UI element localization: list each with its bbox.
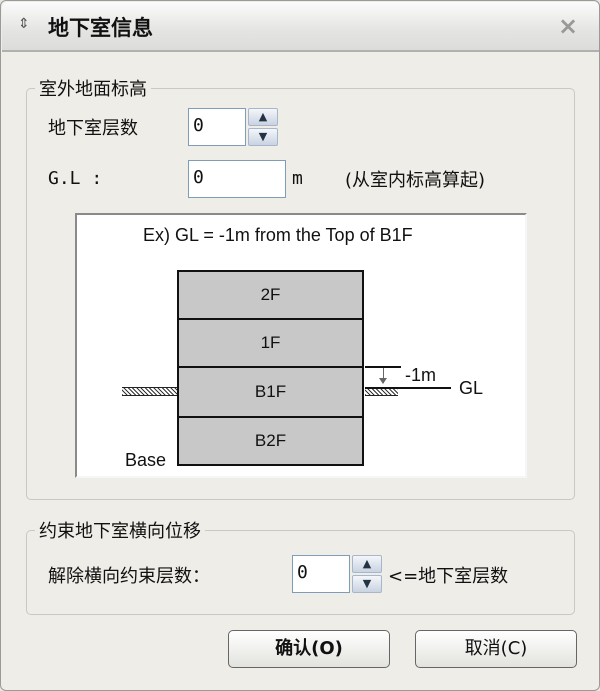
close-icon[interactable]: ×: [558, 12, 579, 40]
arrow-head-icon: [379, 378, 387, 384]
group-legend: 室外地面标高: [35, 75, 151, 101]
spin-down-button[interactable]: ▼: [248, 128, 278, 146]
group-legend: 约束地下室横向位移: [35, 517, 205, 543]
diagram-caption: Ex) GL = -1m from the Top of B1F: [143, 225, 413, 245]
floor-1f: 1F: [177, 318, 364, 368]
floor-2f: 2F: [177, 270, 364, 320]
gl-label: G.L :: [48, 168, 103, 189]
ok-button[interactable]: 确认(O): [228, 630, 390, 668]
cancel-button[interactable]: 取消(C): [415, 630, 577, 668]
dialog-title: 地下室信息: [48, 16, 153, 40]
outdoor-elevation-group: 室外地面标高: [26, 75, 575, 500]
floor-b1f: B1F: [177, 366, 364, 418]
gl-line: [365, 387, 451, 389]
offset-label: -1m: [405, 365, 436, 385]
release-floors-label: 解除横向约束层数：: [48, 566, 210, 587]
gl-note: (从室内标高算起): [345, 170, 486, 191]
ground-hatch-left: [122, 387, 177, 396]
release-floors-input[interactable]: 0: [292, 555, 350, 593]
spin-up-button[interactable]: ▲: [248, 108, 278, 126]
floor-b2f: B2F: [177, 416, 364, 466]
title-bar[interactable]: ⇕ 地下室信息 ×: [2, 2, 599, 52]
example-diagram: Ex) GL = -1m from the Top of B1F 2F 1F B…: [75, 213, 527, 478]
spin-up-button[interactable]: ▲: [352, 555, 382, 573]
offset-arrow-icon: [383, 368, 384, 383]
gl-input[interactable]: 0: [188, 160, 286, 198]
basement-floors-label: 地下室层数: [48, 118, 138, 139]
basement-floors-input[interactable]: 0: [188, 108, 246, 146]
lateral-restraint-group: 约束地下室横向位移: [26, 517, 575, 615]
base-label: Base: [125, 450, 167, 470]
top-b1f-line: [365, 366, 401, 368]
release-floors-hint: <=地下室层数: [388, 566, 509, 587]
window-menu-icon[interactable]: ⇕: [18, 16, 30, 32]
gl-diagram-label: GL: [459, 378, 484, 398]
gl-unit: m: [292, 168, 303, 189]
spin-down-button[interactable]: ▼: [352, 575, 382, 593]
